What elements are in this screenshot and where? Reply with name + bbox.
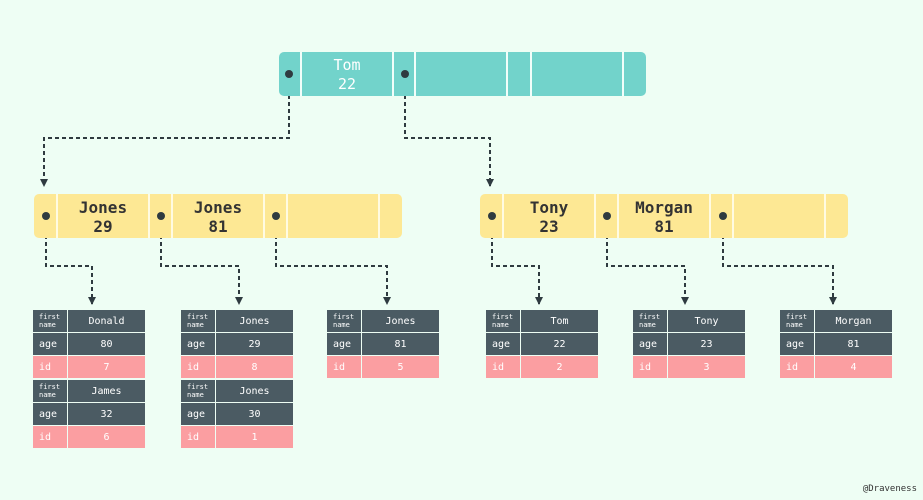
first-name-label: first name bbox=[33, 380, 67, 402]
node-key: Morgan 81 bbox=[619, 194, 709, 238]
pointer-dot bbox=[42, 212, 50, 220]
first-name-value: Jones bbox=[216, 380, 293, 402]
age-value: 22 bbox=[521, 333, 598, 355]
node-key: Tony 23 bbox=[504, 194, 594, 238]
key-name: Tony bbox=[529, 198, 569, 217]
key-name: Jones bbox=[78, 198, 128, 217]
first-name-value: Donald bbox=[68, 310, 145, 332]
id-label: id bbox=[181, 356, 215, 378]
age-value: 29 bbox=[216, 333, 293, 355]
pointer-to-records-5 bbox=[606, 214, 689, 305]
age-label: age bbox=[33, 403, 67, 425]
id-value: 6 bbox=[68, 426, 145, 448]
key-age: 23 bbox=[539, 217, 559, 236]
pointer-dot bbox=[272, 212, 280, 220]
first-name-label: first name bbox=[780, 310, 814, 332]
first-name-value: Morgan bbox=[815, 310, 892, 332]
age-value: 32 bbox=[68, 403, 145, 425]
id-value: 1 bbox=[216, 426, 293, 448]
age-value: 23 bbox=[668, 333, 745, 355]
first-name-label: first name bbox=[327, 310, 361, 332]
id-value: 4 bbox=[815, 356, 892, 378]
id-value: 8 bbox=[216, 356, 293, 378]
age-label: age bbox=[327, 333, 361, 355]
pointer-to-records-3 bbox=[275, 214, 391, 305]
pointer-dot bbox=[488, 212, 496, 220]
id-label: id bbox=[780, 356, 814, 378]
key-age: 81 bbox=[208, 217, 228, 236]
id-label: id bbox=[33, 356, 67, 378]
first-name-value: Tom bbox=[521, 310, 598, 332]
internal-node-right: Tony 23 Morgan 81 bbox=[480, 194, 848, 238]
key-name: Tom bbox=[333, 56, 361, 74]
id-label: id bbox=[33, 426, 67, 448]
first-name-label: first name bbox=[181, 310, 215, 332]
id-label: id bbox=[633, 356, 667, 378]
key-age: 29 bbox=[93, 217, 113, 236]
age-label: age bbox=[181, 333, 215, 355]
first-name-value: Jones bbox=[216, 310, 293, 332]
pointer-dot bbox=[401, 70, 409, 78]
key-name: Morgan bbox=[635, 198, 693, 217]
age-value: 81 bbox=[362, 333, 439, 355]
first-name-value: James bbox=[68, 380, 145, 402]
pointer-dot bbox=[719, 212, 727, 220]
age-label: age bbox=[780, 333, 814, 355]
root-right-pointer bbox=[404, 74, 494, 187]
age-value: 81 bbox=[815, 333, 892, 355]
first-name-value: Jones bbox=[362, 310, 439, 332]
author-credit: @Draveness bbox=[862, 484, 917, 494]
pointer-dot bbox=[157, 212, 165, 220]
pointer-to-records-6 bbox=[722, 214, 837, 305]
id-value: 7 bbox=[68, 356, 145, 378]
pointer-dot bbox=[285, 70, 293, 78]
id-value: 5 bbox=[362, 356, 439, 378]
id-value: 3 bbox=[668, 356, 745, 378]
age-label: age bbox=[486, 333, 520, 355]
key-name: Jones bbox=[193, 198, 243, 217]
key-age: 22 bbox=[337, 75, 357, 93]
id-value: 2 bbox=[521, 356, 598, 378]
id-label: id bbox=[327, 356, 361, 378]
root-left-pointer bbox=[40, 74, 290, 187]
age-label: age bbox=[633, 333, 667, 355]
pointer-dot bbox=[603, 212, 611, 220]
age-label: age bbox=[33, 333, 67, 355]
first-name-value: Tony bbox=[668, 310, 745, 332]
pointer-to-records-2 bbox=[160, 214, 243, 305]
root-key: Tom 22 bbox=[302, 52, 392, 96]
age-value: 30 bbox=[216, 403, 293, 425]
id-label: id bbox=[486, 356, 520, 378]
first-name-label: first name bbox=[33, 310, 67, 332]
node-key: Jones 81 bbox=[173, 194, 263, 238]
internal-node-left: Jones 29 Jones 81 bbox=[34, 194, 402, 238]
first-name-label: first name bbox=[633, 310, 667, 332]
key-age: 81 bbox=[654, 217, 674, 236]
first-name-label: first name bbox=[486, 310, 520, 332]
node-key: Jones 29 bbox=[58, 194, 148, 238]
root-node: Tom 22 bbox=[279, 52, 646, 96]
age-label: age bbox=[181, 403, 215, 425]
first-name-label: first name bbox=[181, 380, 215, 402]
id-label: id bbox=[181, 426, 215, 448]
age-value: 80 bbox=[68, 333, 145, 355]
